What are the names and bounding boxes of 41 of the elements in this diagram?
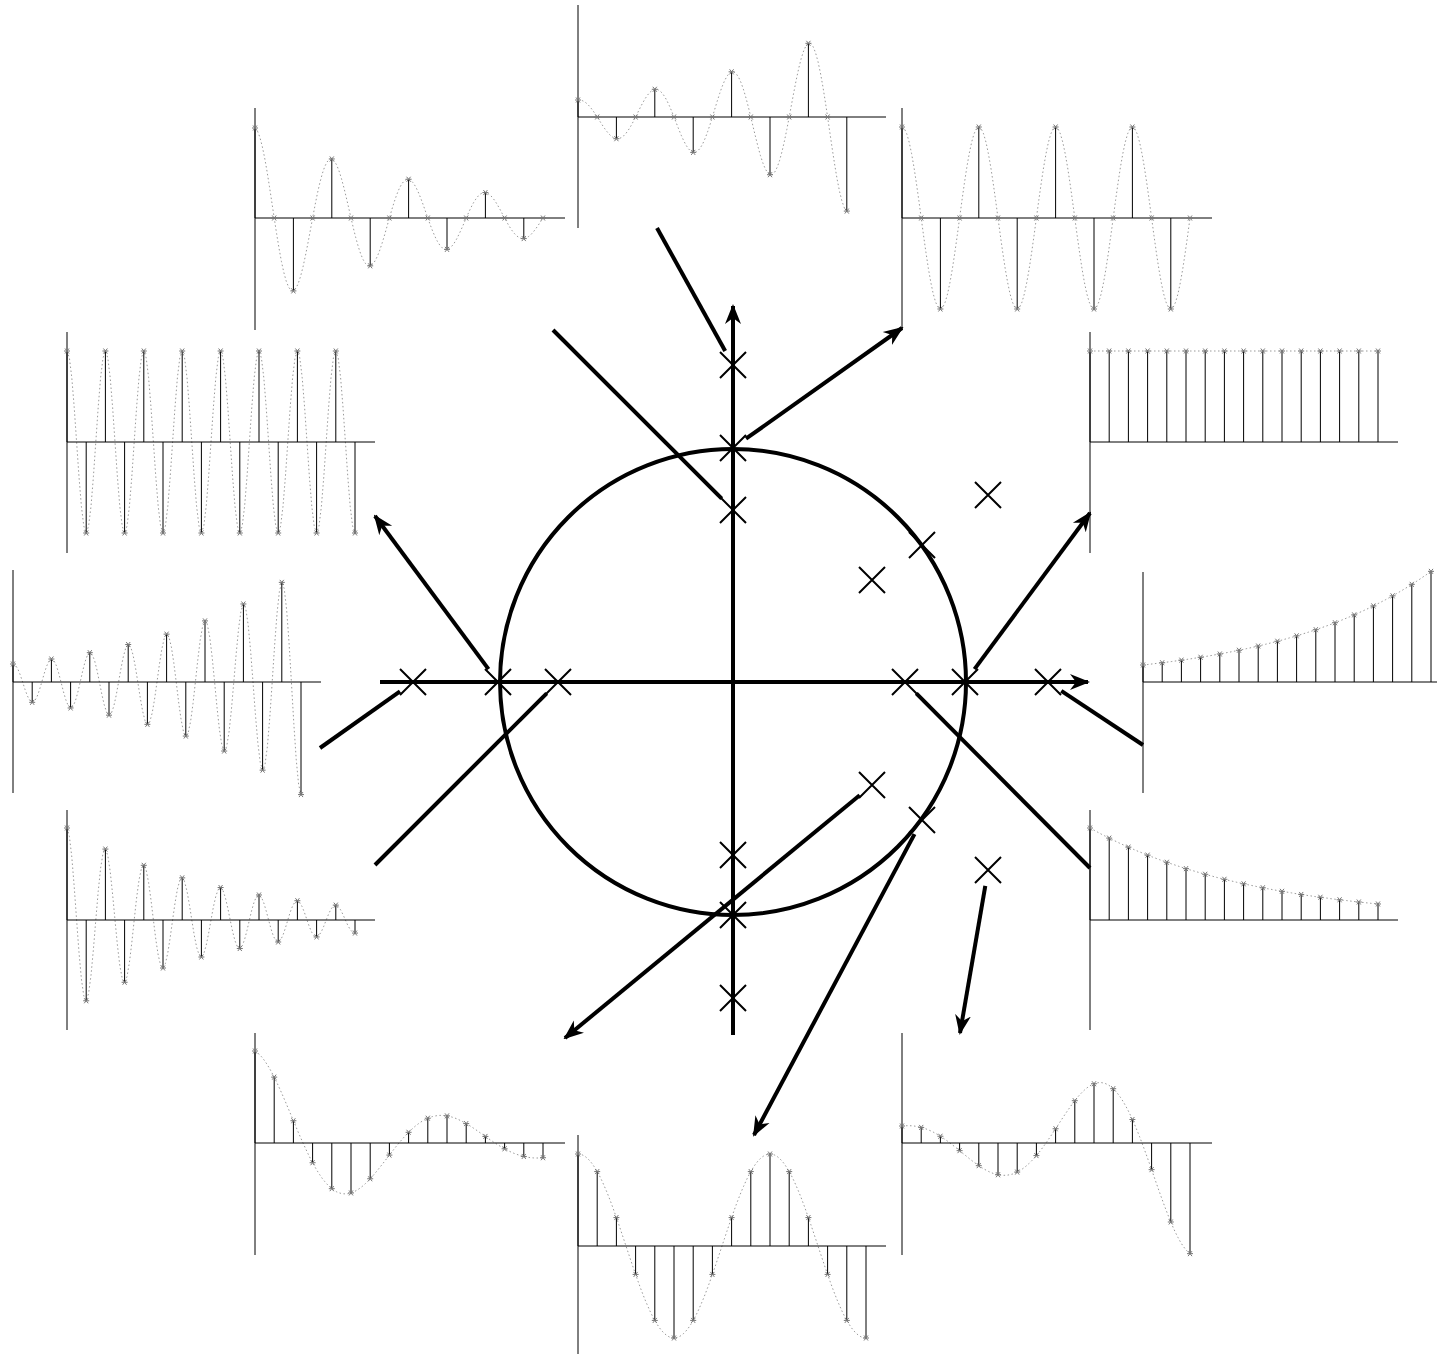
stem-plot-drawing — [1086, 809, 1399, 1031]
stem-plot-drawing — [1086, 331, 1399, 554]
pole-cross-mark — [908, 531, 936, 559]
arrow — [373, 514, 491, 671]
pole-cross-mark — [974, 856, 1002, 884]
stem-plot-drawing — [574, 4, 887, 229]
pole-cross-mark — [719, 901, 747, 929]
stem-plot-drawing — [1139, 568, 1437, 794]
pole-cross-mark — [1034, 668, 1062, 696]
pole-cross-mark — [908, 806, 936, 834]
connector-line — [373, 691, 549, 867]
connector-line — [1060, 689, 1145, 747]
pole-cross-mark — [719, 351, 747, 379]
pole-cross-mark — [719, 496, 747, 524]
pole-cross-mark — [544, 668, 572, 696]
connector-line — [318, 689, 402, 750]
arrow — [744, 326, 904, 441]
connector-line — [914, 691, 1092, 870]
stem-plot-drawing — [63, 331, 376, 554]
arrow — [752, 833, 917, 1137]
pole-cross-mark — [719, 841, 747, 869]
arrow — [955, 885, 988, 1035]
pole-cross-mark — [858, 771, 886, 799]
pole-cross-mark — [484, 668, 512, 696]
stem-plot-drawing — [251, 107, 566, 331]
connector-line — [551, 328, 724, 501]
stem-plot-drawing — [898, 1032, 1213, 1257]
pole-cross-mark — [719, 984, 747, 1012]
pole-cross-mark — [951, 668, 979, 696]
pole-cross-mark — [399, 668, 427, 696]
arrow — [972, 511, 1092, 671]
stem-plot-drawing — [9, 569, 322, 798]
stem-plot-drawing — [574, 1134, 887, 1354]
pole-cross-mark — [974, 481, 1002, 509]
pole-cross-mark — [891, 668, 919, 696]
pole-cross-mark — [858, 566, 886, 594]
stem-plot-drawing — [251, 1032, 566, 1256]
connector-line — [655, 227, 727, 352]
arrow — [563, 793, 861, 1040]
stem-plot-drawing — [63, 809, 376, 1031]
pole-cross-mark — [719, 434, 747, 462]
